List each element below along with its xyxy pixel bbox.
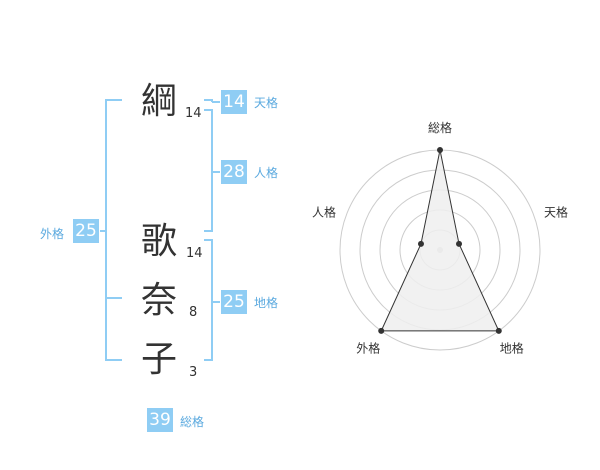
name-char-3: 奈	[141, 280, 178, 321]
radar-axis-label-2: 天格	[544, 204, 568, 219]
jinkaku-value: 28	[221, 160, 247, 184]
radar-point-4	[378, 327, 385, 334]
radar-point-5	[417, 240, 424, 247]
radar-point-1	[437, 147, 443, 153]
stroke-count-4: 3	[189, 365, 198, 380]
jinkaku-label: 人格	[254, 166, 279, 180]
stroke-count-3: 8	[189, 305, 198, 320]
chikaku-value: 25	[221, 290, 247, 314]
radar-axis-label-4: 外格	[356, 341, 380, 356]
name-char-1: 綱	[141, 81, 178, 122]
gaikaku-label: 外格	[40, 227, 65, 241]
radar-axis-label-3: 地格	[500, 341, 524, 356]
soukaku-label: 総格	[180, 415, 205, 429]
radar-axis-label-5: 人格	[312, 204, 336, 219]
tenkaku-label: 天格	[254, 96, 279, 110]
radar-points	[378, 147, 502, 334]
name-char-2: 歌	[141, 221, 178, 262]
radar-axis-label-1: 総格	[428, 120, 452, 135]
radar-area	[380, 149, 500, 332]
name-char-4: 子	[141, 339, 178, 380]
stroke-count-1: 14	[185, 106, 202, 121]
radar-point-3	[495, 327, 502, 334]
stroke-count-2: 14	[186, 246, 203, 261]
gaikaku-value: 25	[73, 219, 99, 243]
chikaku-bracket	[204, 239, 213, 361]
jinkaku-bracket	[204, 109, 213, 232]
radar-point-2	[456, 240, 463, 247]
tenkaku-value: 14	[221, 90, 247, 114]
soukaku-value: 39	[147, 408, 173, 432]
chikaku-label: 地格	[254, 296, 279, 310]
